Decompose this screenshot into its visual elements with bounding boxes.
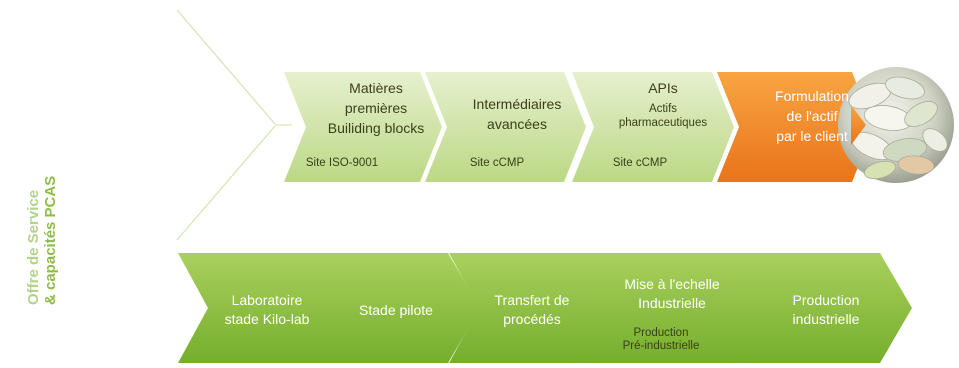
- bottom-chevron-2: [320, 253, 480, 363]
- bottom-chevron-5: [740, 253, 912, 363]
- top-step-2-title-line-2: avancées: [487, 116, 547, 132]
- bottom-row: [178, 253, 912, 363]
- bottom-step-4-subtitle-line-1: Production: [633, 327, 689, 339]
- bottom-step-4-subtitle-line-2: Pré-industrielle: [622, 340, 700, 352]
- top-step-4-title-line-3: par le client: [776, 128, 848, 144]
- bottom-chevron-1: [178, 253, 354, 363]
- top-step-3-title-line-1: APIs: [648, 80, 678, 96]
- bottom-step-3-title-line-2: procédés: [503, 311, 561, 327]
- bottom-step-3-title-line-1: Transfert de: [494, 292, 570, 308]
- top-step-1-title-line-3: Builiding blocks: [327, 120, 425, 136]
- top-step-3-subtitle-line-1: Actifs: [648, 103, 678, 115]
- bottom-chevron-4: [580, 253, 772, 363]
- top-step-4-title-line-1: Formulation: [775, 88, 849, 104]
- side-label: Offre de Service & capacités PCAS: [25, 176, 59, 305]
- bottom-step-1-title-line-1: Laboratoire: [231, 292, 303, 308]
- bottom-step-4-title-line-2: Industrielle: [638, 295, 706, 311]
- bottom-step-4-title-line-1: Mise à l'echelle: [624, 276, 720, 292]
- client-formulation-chevron: [717, 72, 874, 182]
- funnel-lines: [176, 9, 292, 241]
- top-chevron-3: [572, 72, 734, 182]
- top-step-2-site: Site cCMP: [469, 157, 525, 169]
- top-row: [284, 72, 874, 182]
- pills-photo-icon: [838, 67, 954, 183]
- top-step-4-title-line-2: de l'actif: [786, 108, 838, 124]
- bottom-step-5-title-line-2: industrielle: [792, 311, 860, 327]
- bottom-chevron-3: [449, 253, 612, 363]
- top-step-1-title-line-2: premières: [344, 100, 408, 116]
- top-step-1-site: Site ISO-9001: [305, 157, 379, 169]
- side-label-line2: & capacités PCAS: [42, 175, 59, 305]
- bottom-step-1-title-line-2: stade Kilo-lab: [224, 311, 310, 327]
- top-step-3-subtitle-line-2: pharmaceutiques: [618, 117, 708, 129]
- top-step-2-title-line-1: Intermédiaires: [472, 96, 562, 112]
- top-step-1-title-line-1: Matières: [349, 80, 403, 96]
- bottom-step-5-title-line-1: Production: [792, 292, 860, 308]
- top-step-3-site: Site cCMP: [612, 157, 668, 169]
- side-label-line1: Offre de Service: [25, 189, 42, 305]
- top-chevron-1: [284, 72, 442, 182]
- bottom-step-2-title-line-1: Stade pilote: [359, 302, 433, 318]
- top-chevron-2: [425, 72, 586, 182]
